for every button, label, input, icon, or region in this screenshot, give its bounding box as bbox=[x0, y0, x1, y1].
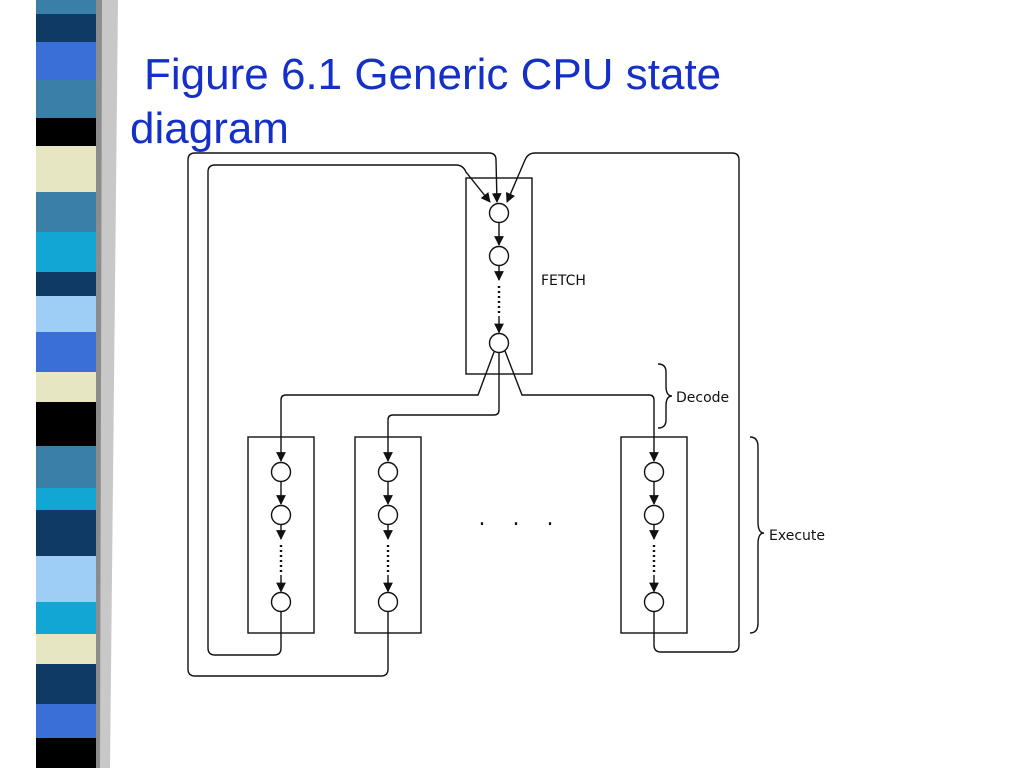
decode-label: Decode bbox=[676, 390, 729, 406]
fetch-label: FETCH bbox=[541, 273, 586, 289]
decode-branch-3 bbox=[504, 350, 659, 462]
execute-2-state-2 bbox=[377, 504, 399, 526]
execute-3-state-2 bbox=[643, 504, 665, 526]
ellipsis-label: . . . bbox=[479, 506, 564, 531]
execute-3-state-1 bbox=[643, 461, 665, 483]
execute-3-state-3 bbox=[643, 591, 665, 613]
fetch-state-2 bbox=[488, 245, 510, 267]
decode-brace bbox=[657, 363, 673, 429]
return-loop-3 bbox=[505, 152, 740, 653]
stripe-bands bbox=[36, 0, 96, 768]
execute-label: Execute bbox=[769, 528, 825, 544]
fetch-state-1 bbox=[488, 202, 510, 224]
execute-1-state-1 bbox=[270, 461, 292, 483]
fetch-state-3 bbox=[488, 332, 510, 354]
decode-branch-2 bbox=[383, 352, 500, 462]
decorative-stripe-bar bbox=[36, 0, 118, 768]
execute-1-state-2 bbox=[270, 504, 292, 526]
decode-branch-1 bbox=[276, 351, 495, 462]
slide-title: Figure 6.1 Generic CPU state diagram bbox=[130, 48, 850, 156]
execute-2-state-3 bbox=[377, 591, 399, 613]
execute-1-state-3 bbox=[270, 591, 292, 613]
execute-brace bbox=[749, 436, 765, 634]
stripe-shadow-dark bbox=[96, 0, 102, 768]
slide-title-line2: diagram bbox=[130, 104, 289, 153]
return-loop-2 bbox=[187, 152, 502, 677]
slide-title-line1: Figure 6.1 Generic CPU state bbox=[144, 50, 722, 99]
return-loop-1 bbox=[207, 164, 491, 656]
execute-2-state-1 bbox=[377, 461, 399, 483]
